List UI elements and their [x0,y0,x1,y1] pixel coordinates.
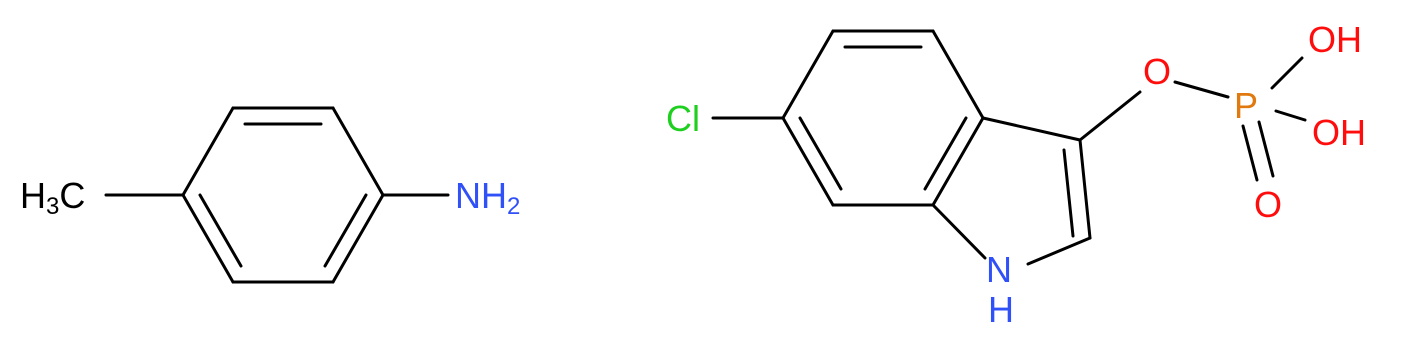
chlorine-label: Cl [666,98,700,139]
hydroxyl-2-label: OH [1312,112,1366,153]
molecule-chloroindolyl-phosphate: Cl N H O P OH OH O [666,19,1366,330]
bond-ring-1 [181,106,235,197]
methyl-group-label: H3C [20,175,85,220]
bond-benz-4 [931,116,985,207]
bond-p-o-double-a [1241,124,1259,182]
double-oxygen-label: O [1254,184,1282,225]
molecule-p-toluidine: H3C NH2 [20,106,520,284]
amine-group-label: NH2 [455,175,520,220]
bond-ring-6 [181,193,235,284]
bond-pyrrole-4 [931,203,987,260]
ring-nitrogen-label: N [986,249,1012,290]
bond-p-oh2 [1274,109,1307,122]
bond-benz-inner-3 [798,116,843,191]
bond-pyrrole-1 [981,116,1082,142]
phosphorus-label: P [1234,85,1258,126]
bond-benz-6 [781,116,835,207]
bond-o-p [1173,80,1230,99]
bond-ring-4 [331,193,385,284]
bond-pyrrole-2-inner [1062,148,1075,238]
ring-nitrogen-hydrogen-label: H [988,289,1014,330]
indole-bonds [711,29,1307,266]
bond-ester [1078,90,1142,142]
hydroxyl-1-label: OH [1308,19,1362,60]
ester-oxygen-label: O [1143,51,1171,92]
bond-benz-1 [781,29,835,120]
bond-ring-3 [331,106,385,197]
bond-pyrrole-2 [1078,138,1092,240]
bond-ring-inner-3 [198,193,243,268]
bond-p-oh1 [1270,56,1304,90]
bond-pyrrole-3 [1026,236,1092,266]
bond-benz-inner-2 [923,116,968,191]
bond-ring-inner-2 [323,193,368,268]
bond-benz-3 [931,29,985,120]
toluidine-bonds [104,106,450,284]
bond-p-o-double-b [1257,120,1275,178]
